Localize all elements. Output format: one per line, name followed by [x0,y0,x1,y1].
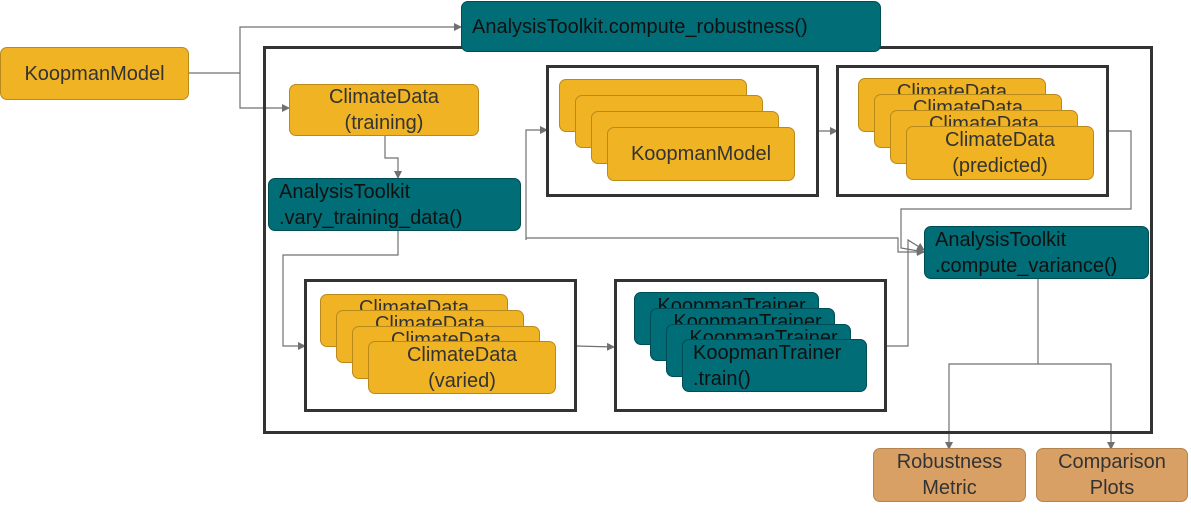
trainer-stack-front: KoopmanTrainer .train() [682,339,867,392]
trainer-front-line2: .train() [693,367,751,390]
varied-stack-front: ClimateData (varied) [368,341,556,394]
arrow-training-to-vary [384,136,402,179]
compute-variance-line2: .compute_variance() [935,254,1118,277]
koopman-model-input: KoopmanModel [0,47,189,100]
comparison-plots-box: Comparison Plots [1036,448,1188,502]
vary-training-line2: .vary_training_data() [279,206,463,229]
vary-training-box: AnalysisToolkit .vary_training_data() [268,178,521,231]
compute-variance-box: AnalysisToolkit .compute_variance() [924,226,1149,279]
arrow-vary-to-varied [282,231,399,350]
arrow-varied-to-trainer [575,342,615,351]
varied-front-line2: (varied) [428,369,496,392]
model-stack-label: KoopmanModel [630,143,772,165]
predicted-stack-front: ClimateData (predicted) [906,126,1094,180]
compute-variance-line1: AnalysisToolkit [935,228,1067,251]
varied-stack-frame [304,279,577,412]
model-stack-frame [546,65,819,197]
comparison-plots-line1: Comparison [1058,451,1166,473]
arrow-to-comparison-plots [1038,363,1115,450]
varied-front-line1: ClimateData [406,343,518,366]
koopman-model-input-label: KoopmanModel [24,62,165,85]
arrow-trainer-to-variance [886,238,925,347]
robustness-metric-line2: Metric [922,477,977,499]
arrow-model-to-robustness [189,23,462,74]
trainer-stack-frame [614,279,887,412]
vary-training-line1: AnalysisToolkit [279,180,411,203]
model-stack-front: KoopmanModel [607,127,795,181]
compute-robustness-label: AnalysisToolkit.compute_robustness() [472,15,808,38]
arrow-model-to-training [239,73,290,112]
arrow-feedback-to-variance [526,237,925,256]
predicted-front-line1: ClimateData [944,129,1056,151]
arrow-to-model-stack [525,126,548,240]
compute-robustness-box: AnalysisToolkit.compute_robustness() [461,1,881,52]
arrow-to-robustness-metric [945,363,1038,450]
climate-training-box: ClimateData (training) [289,84,479,136]
robustness-metric-box: Robustness Metric [873,448,1026,502]
arrow-predicted-to-variance [900,130,1132,255]
climate-training-line2: (training) [344,112,424,134]
trainer-front-line1: KoopmanTrainer [693,341,842,364]
robustness-metric-line1: Robustness [896,451,1003,473]
predicted-front-line2: (predicted) [952,155,1048,177]
predicted-stack-frame [836,65,1109,197]
comparison-plots-line2: Plots [1089,477,1135,499]
climate-training-line1: ClimateData [328,86,440,108]
